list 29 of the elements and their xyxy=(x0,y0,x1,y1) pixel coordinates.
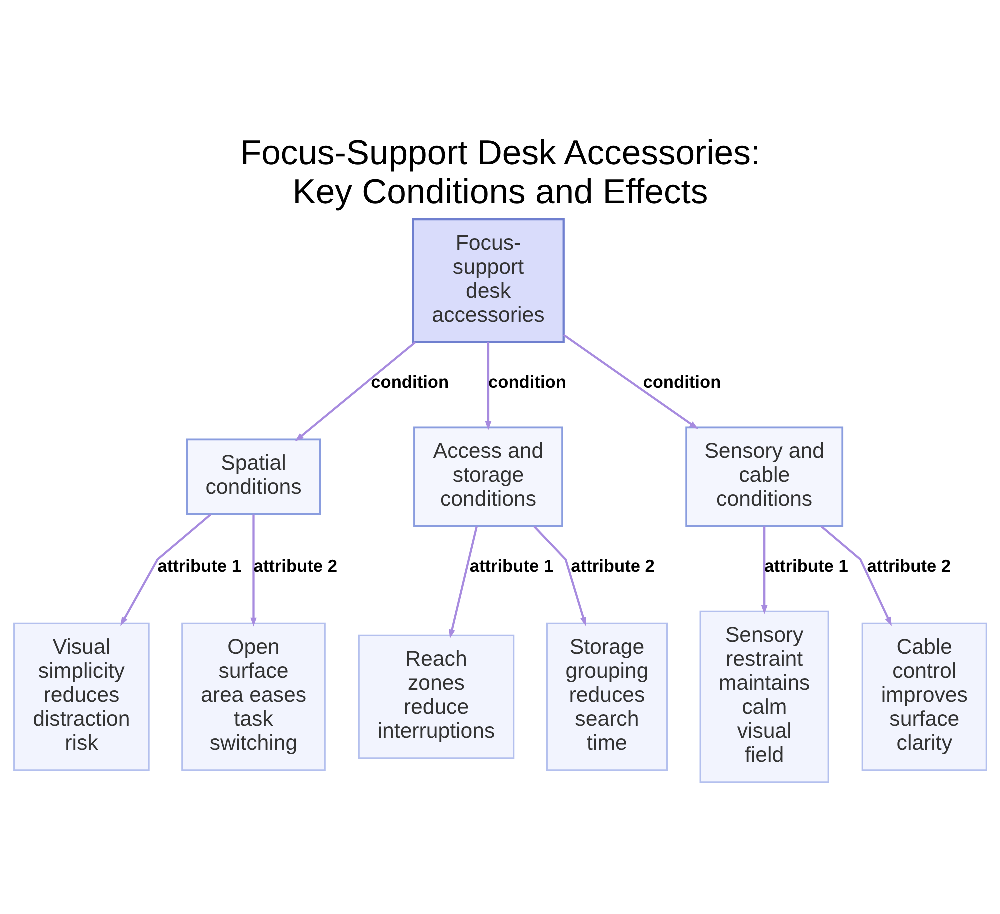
arrow xyxy=(484,342,492,430)
node-box: Sensory restraint maintains calm visual field xyxy=(699,610,829,784)
edge-label: attribute 2 xyxy=(570,556,654,576)
arrow xyxy=(760,526,768,615)
node-box: Spatial conditions xyxy=(186,438,321,516)
edge-label: attribute 1 xyxy=(469,556,554,576)
edge-label: attribute 1 xyxy=(157,556,241,576)
diagram-title: Focus-Support Desk Accessories: Key Conditions and Effects xyxy=(240,134,760,212)
arrow xyxy=(533,526,586,626)
node-box: Focus-support desk accessories xyxy=(412,218,564,344)
arrow xyxy=(820,526,892,626)
edge-label: condition xyxy=(642,372,721,392)
node-box: Open surface area eases task switching xyxy=(181,622,326,772)
node-box: Cable control improves surface clarity xyxy=(861,622,987,772)
edge-label: condition xyxy=(370,372,449,392)
edge-label: attribute 2 xyxy=(866,556,951,576)
arrow xyxy=(562,334,698,430)
arrow xyxy=(448,526,478,639)
node-box: Storage grouping reduces search time xyxy=(546,622,668,772)
edge-label: condition xyxy=(488,372,566,392)
node-box: Sensory and cable conditions xyxy=(685,426,844,528)
arrow xyxy=(250,514,256,627)
node-box: Access and storage conditions xyxy=(413,426,563,528)
node-box: Reach zones reduce interruptions xyxy=(358,634,514,760)
edge-label: attribute 1 xyxy=(764,556,848,576)
arrow xyxy=(294,342,416,442)
edge-label: attribute 2 xyxy=(253,556,338,576)
node-box: Visual simplicity reduces distraction risk xyxy=(13,622,150,772)
arrow xyxy=(120,514,211,626)
